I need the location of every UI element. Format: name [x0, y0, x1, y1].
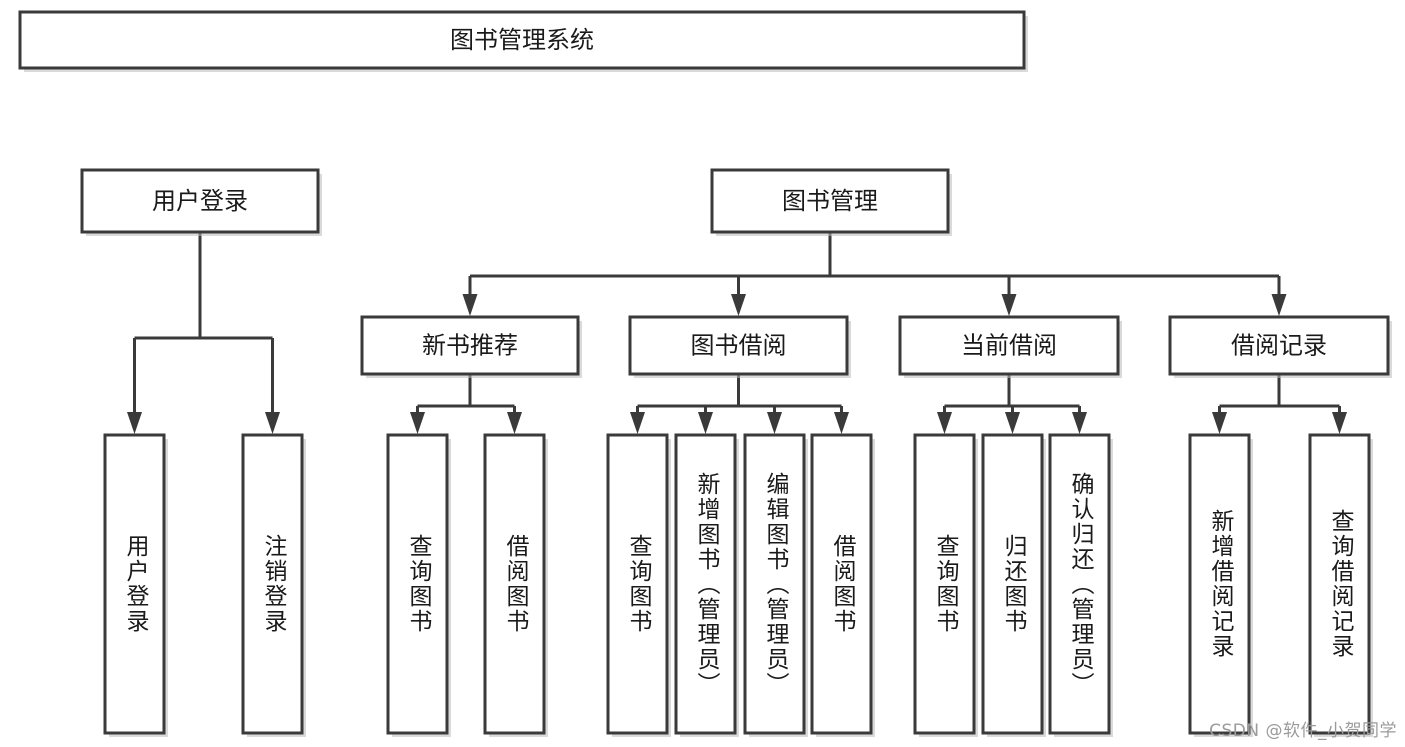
node-box-leaf-user-login[interactable]: [103, 433, 166, 735]
node-box-borrow-record[interactable]: [1168, 315, 1390, 376]
node-box-leaf-add-book[interactable]: [674, 433, 737, 735]
node-box-current-borrow[interactable]: [898, 315, 1120, 376]
node-label-book-management: 图书管理: [782, 187, 878, 215]
node-box-book-management[interactable]: [710, 168, 950, 234]
node-box-root[interactable]: [18, 10, 1026, 70]
node-box-book-borrow[interactable]: [628, 315, 849, 376]
csdn-watermark: CSDN @软件_小贺同学: [1209, 721, 1397, 741]
node-label-new-book-recommend: 新书推荐: [422, 332, 518, 360]
node-box-user-login[interactable]: [80, 168, 320, 234]
node-label-current-borrow: 当前借阅: [961, 332, 1057, 360]
node-box-leaf-query-book-1[interactable]: [386, 433, 449, 735]
node-box-leaf-return-book[interactable]: [981, 433, 1044, 735]
node-label-root: 图书管理系统: [450, 26, 594, 54]
node-box-new-book-recommend[interactable]: [360, 315, 580, 376]
node-label-book-borrow: 图书借阅: [691, 332, 787, 360]
node-label-borrow-record: 借阅记录: [1231, 332, 1327, 360]
edges-layer: [127, 232, 1347, 434]
node-box-leaf-logout[interactable]: [241, 433, 304, 735]
node-box-leaf-add-record[interactable]: [1188, 433, 1251, 735]
node-box-leaf-query-book-2[interactable]: [606, 433, 669, 735]
node-label-user-login: 用户登录: [152, 187, 248, 215]
node-box-leaf-query-book-3[interactable]: [913, 433, 976, 735]
node-box-leaf-edit-book[interactable]: [743, 433, 806, 735]
node-box-leaf-borrow-book-2[interactable]: [810, 433, 873, 735]
node-box-leaf-query-record[interactable]: [1308, 433, 1371, 735]
node-box-leaf-borrow-book-1[interactable]: [483, 433, 546, 735]
node-box-leaf-confirm-return[interactable]: [1048, 433, 1111, 735]
